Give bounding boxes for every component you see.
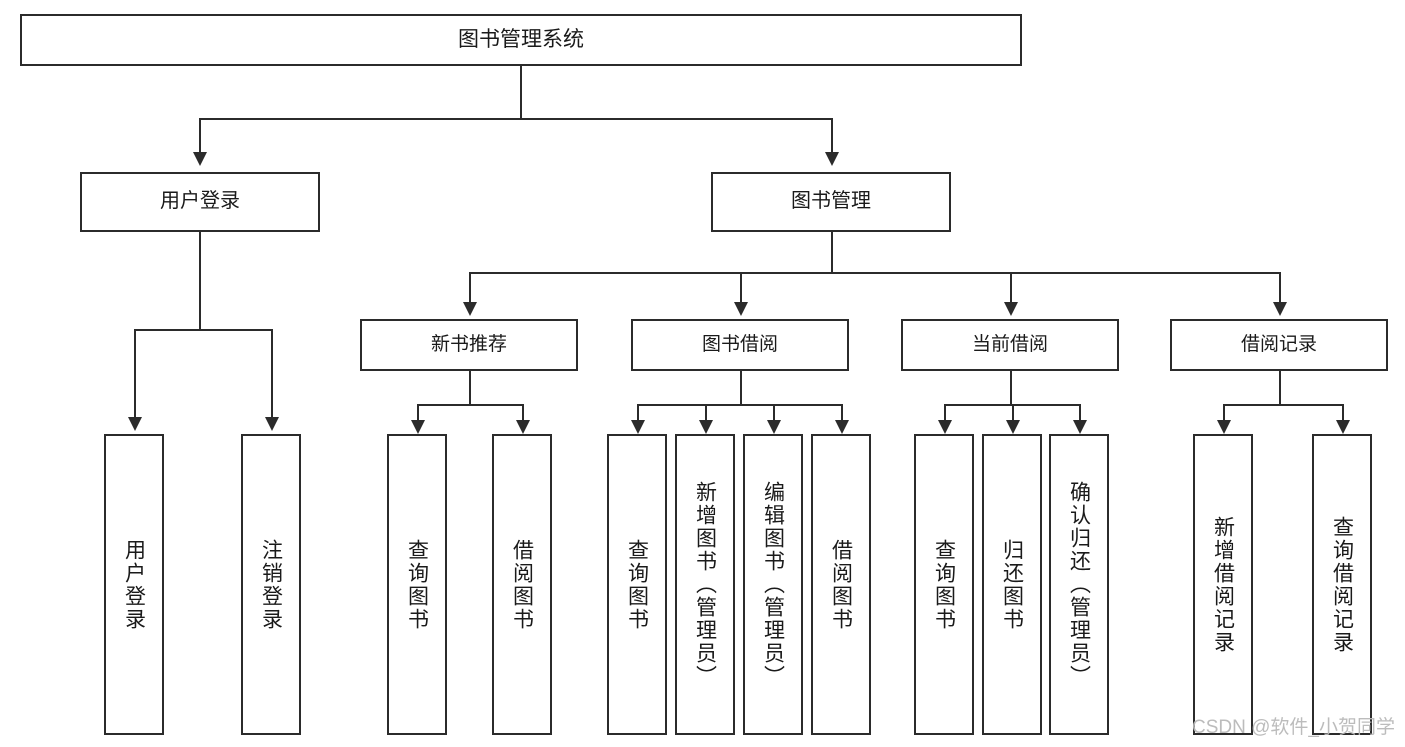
node-label: 新增借阅记录 [1211, 516, 1235, 654]
node-label: 新增图书（管理员） [693, 481, 717, 688]
node-label: 图书管理系统 [458, 27, 584, 51]
connector-drop-cb-query [944, 404, 946, 422]
node-label: 查询图书 [625, 539, 649, 631]
arrowhead-bb-add [699, 420, 713, 434]
leaf-br-add-record[interactable]: 新增借阅记录 [1193, 434, 1253, 735]
arrowhead-borrow-record [1273, 302, 1287, 316]
node-book-borrow[interactable]: 图书借阅 [631, 319, 849, 371]
arrowhead-nbr-query [411, 420, 425, 434]
leaf-bb-query-book[interactable]: 查询图书 [607, 434, 667, 735]
node-book-management[interactable]: 图书管理 [711, 172, 951, 232]
node-label: 借阅图书 [510, 539, 534, 631]
connector-user-login-bus [134, 329, 272, 331]
leaf-br-query-record[interactable]: 查询借阅记录 [1312, 434, 1372, 735]
connector-drop-leaf-user-login [134, 329, 136, 419]
arrowhead-cb-confirm [1073, 420, 1087, 434]
leaf-logout[interactable]: 注销登录 [241, 434, 301, 735]
node-new-book-recommend[interactable]: 新书推荐 [360, 319, 578, 371]
node-label: 当前借阅 [971, 333, 1048, 355]
node-label: 借阅记录 [1240, 333, 1317, 355]
connector-borrow-record-stem [1279, 371, 1281, 404]
leaf-bb-edit-book-admin[interactable]: 编辑图书（管理员） [743, 434, 803, 735]
node-label: 查询借阅记录 [1330, 516, 1354, 654]
arrowhead-user-login [193, 152, 207, 166]
node-label: 查询图书 [932, 539, 956, 631]
connector-level2-bus [199, 118, 832, 120]
node-label: 新书推荐 [430, 333, 507, 355]
connector-drop-br-add [1223, 404, 1225, 422]
arrowhead-book-borrow [734, 302, 748, 316]
leaf-user-login[interactable]: 用户登录 [104, 434, 164, 735]
node-current-borrow[interactable]: 当前借阅 [901, 319, 1119, 371]
arrowhead-br-query [1336, 420, 1350, 434]
arrowhead-cb-query [938, 420, 952, 434]
node-label: 归还图书 [1000, 539, 1024, 631]
leaf-cb-confirm-return-admin[interactable]: 确认归还（管理员） [1049, 434, 1109, 735]
connector-drop-current-borrow [1010, 272, 1012, 304]
arrowhead-leaf-logout [265, 417, 279, 431]
node-borrow-record[interactable]: 借阅记录 [1170, 319, 1388, 371]
arrowhead-leaf-user-login [128, 417, 142, 431]
connector-root-stem [520, 66, 522, 118]
connector-drop-bb-add [705, 404, 707, 422]
node-label: 用户登录 [160, 190, 240, 213]
leaf-cb-return-book[interactable]: 归还图书 [982, 434, 1042, 735]
leaf-bb-add-book-admin[interactable]: 新增图书（管理员） [675, 434, 735, 735]
connector-drop-bb-edit [773, 404, 775, 422]
arrowhead-bb-borrow [835, 420, 849, 434]
arrowhead-current-borrow [1004, 302, 1018, 316]
leaf-bb-borrow-book[interactable]: 借阅图书 [811, 434, 871, 735]
node-label: 编辑图书（管理员） [761, 481, 785, 688]
connector-drop-user-login [199, 118, 201, 154]
connector-drop-borrow-record [1279, 272, 1281, 304]
connector-book-borrow-bus [637, 404, 843, 406]
node-label: 查询图书 [405, 539, 429, 631]
node-label: 用户登录 [122, 539, 146, 631]
connector-current-borrow-stem [1010, 371, 1012, 404]
node-label: 注销登录 [259, 539, 283, 631]
arrowhead-bb-query [631, 420, 645, 434]
connector-drop-book-management [831, 118, 833, 154]
connector-drop-bb-query [637, 404, 639, 422]
connector-book-management-stem [831, 232, 833, 272]
connector-new-book-recommend-bus [417, 404, 523, 406]
arrowhead-br-add [1217, 420, 1231, 434]
connector-drop-bb-borrow [841, 404, 843, 422]
arrowhead-nbr-borrow [516, 420, 530, 434]
connector-drop-book-borrow [740, 272, 742, 304]
arrowhead-new-book-recommend [463, 302, 477, 316]
arrowhead-cb-return [1006, 420, 1020, 434]
node-label: 借阅图书 [829, 539, 853, 631]
node-label: 确认归还（管理员） [1067, 481, 1091, 688]
connector-new-book-recommend-stem [469, 371, 471, 404]
connector-drop-br-query [1342, 404, 1344, 422]
node-root-book-management-system[interactable]: 图书管理系统 [20, 14, 1022, 66]
node-label: 图书管理 [791, 190, 871, 213]
leaf-cb-query-book[interactable]: 查询图书 [914, 434, 974, 735]
connector-drop-cb-return [1012, 404, 1014, 422]
connector-drop-nbr-borrow [522, 404, 524, 422]
connector-user-login-stem [199, 232, 201, 329]
connector-level3-bus [469, 272, 1281, 274]
node-label: 图书借阅 [701, 333, 778, 355]
connector-borrow-record-bus [1223, 404, 1343, 406]
node-user-login[interactable]: 用户登录 [80, 172, 320, 232]
connector-drop-cb-confirm [1079, 404, 1081, 422]
arrowhead-book-management [825, 152, 839, 166]
csdn-watermark: CSDN @软件_小贺同学 [1192, 717, 1395, 738]
connector-drop-nbr-query [417, 404, 419, 422]
leaf-nbr-borrow-book[interactable]: 借阅图书 [492, 434, 552, 735]
connector-drop-leaf-logout [271, 329, 273, 419]
leaf-nbr-query-book[interactable]: 查询图书 [387, 434, 447, 735]
arrowhead-bb-edit [767, 420, 781, 434]
connector-drop-new-book-recommend [469, 272, 471, 304]
connector-book-borrow-stem [740, 371, 742, 404]
